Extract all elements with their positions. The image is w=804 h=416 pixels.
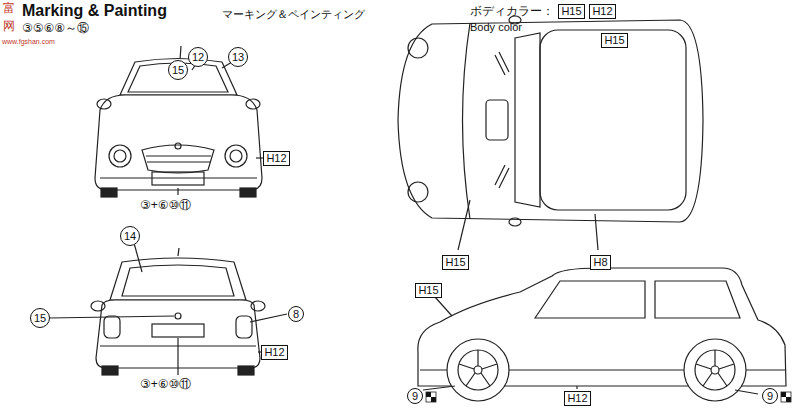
watermark: www.fgshan.com	[2, 38, 55, 46]
paint-code-box: H8	[590, 255, 611, 270]
callout-number: 15	[30, 308, 50, 328]
front-view	[95, 46, 264, 197]
rear-view	[49, 243, 287, 375]
callout-text: 13	[232, 52, 244, 63]
paint-code: H12	[592, 6, 612, 17]
subtitle: マーキング＆ペインティング	[222, 8, 365, 20]
callout-text: 9	[767, 391, 773, 402]
paint-code-box: H12	[564, 391, 591, 406]
part-numbers: ③+⑥⑩⑪	[140, 378, 191, 391]
paint-code-box: H12	[589, 4, 616, 19]
paint-code-box: H15	[558, 4, 585, 19]
top-view	[398, 16, 703, 250]
callout-number: 9	[762, 388, 778, 404]
paint-code: H12	[266, 153, 286, 164]
watermark: 富	[3, 2, 15, 15]
paint-code: H15	[445, 257, 465, 268]
callout-number: 12	[188, 47, 208, 67]
paint-code-box: H15	[601, 33, 628, 48]
side-view	[418, 268, 791, 402]
color-heading: ボディカラー：	[470, 5, 554, 18]
callout-number: 13	[228, 47, 248, 67]
color-heading-en: Body color	[470, 21, 522, 33]
paint-code: H12	[264, 347, 284, 358]
part-numbers: ③+⑥⑩⑪	[140, 199, 191, 212]
paint-code: H15	[561, 6, 581, 17]
paint-code-box: H15	[415, 283, 442, 298]
paint-code: H12	[567, 393, 587, 404]
paint-code: H15	[418, 285, 438, 296]
paint-code-box: H12	[261, 345, 288, 360]
callout-text: 15	[34, 313, 46, 324]
watermark: 网	[3, 20, 15, 33]
paint-code-box: H15	[442, 255, 469, 270]
callout-text: 12	[192, 52, 204, 63]
callout-text: 14	[124, 231, 136, 242]
callout-text: 15	[172, 65, 184, 76]
callout-number: 9	[407, 388, 423, 404]
callout-text: 8	[293, 309, 299, 320]
callout-number: 14	[120, 226, 140, 246]
paint-code: H15	[604, 35, 624, 46]
callout-number: 8	[288, 306, 304, 322]
part-list: ③⑤⑥⑧～⑮	[22, 22, 89, 35]
callout-number: 15	[168, 60, 188, 80]
title: Marking & Painting	[22, 2, 167, 20]
paint-code-box: H12	[263, 151, 290, 166]
paint-code: H8	[593, 257, 607, 268]
callout-text: 9	[412, 391, 418, 402]
